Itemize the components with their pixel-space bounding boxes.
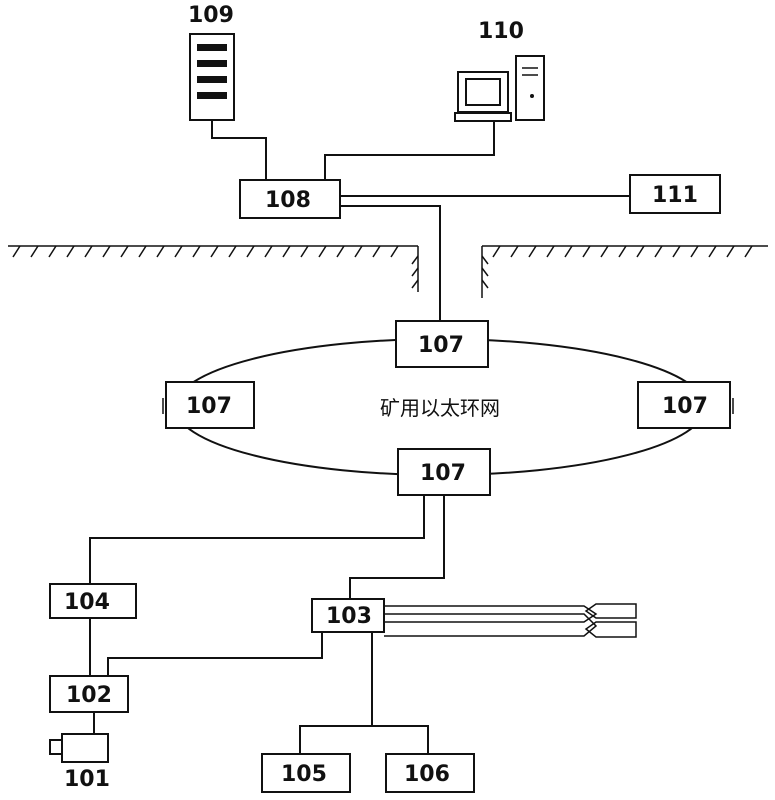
label-107-bottom: 107 [420,461,466,486]
ground-hatch-mark [300,245,309,258]
ground-hatch-mark [372,245,381,258]
computer-110 [454,55,545,122]
ground-hatch-mark [618,245,627,258]
label-101: 101 [64,767,110,792]
label-102: 102 [66,683,112,708]
ground-hatch-mark [282,245,291,258]
label-108: 108 [265,188,311,213]
server-109 [189,33,235,121]
label-107-left: 107 [186,394,232,419]
node-111 [629,174,721,214]
ground-hatch-mark [246,245,255,258]
ground-hatch-mark [636,245,645,258]
ground-hatch-mark [744,245,753,258]
node-102 [49,675,129,713]
label-104: 104 [64,590,110,615]
label-109: 109 [188,3,234,28]
ground-hatch-mark [318,245,327,258]
switch-108 [239,179,341,219]
ground-hatch-mark [708,245,717,258]
ground-hatch-mark [66,245,75,258]
ring-node-107-left [165,381,255,429]
ground-hatch-mark [264,245,273,258]
ground-hatch-mark [120,245,129,258]
ground-hatch-mark [528,245,537,258]
ground-hatch-mark [138,245,147,258]
label-107-top: 107 [418,333,464,358]
ring-node-107-right [637,381,731,429]
label-110: 110 [478,19,524,44]
ground-surface [8,245,768,298]
label-105: 105 [281,762,327,787]
ground-hatch-mark [510,245,519,258]
ground-hatch-mark [672,245,681,258]
ground-hatch-mark [654,245,663,258]
ground-hatch-mark [546,245,555,258]
node-106 [385,753,475,793]
ground-hatch-mark [84,245,93,258]
ground-hatch-mark [354,245,363,258]
ground-hatch-mark [690,245,699,258]
ground-hatch-mark [564,245,573,258]
camera-101 [49,733,109,763]
ground-hatch-mark [228,245,237,258]
ground-hatch-mark [582,245,591,258]
ground-hatch-mark [102,245,111,258]
ground-hatch-mark [30,245,39,258]
ground-hatch-mark [492,245,501,258]
ring-node-107-top [395,320,489,368]
ground-hatch-mark [390,245,399,258]
node-105 [261,753,351,793]
label-111: 111 [652,183,698,208]
ground-hatch-mark [156,245,165,258]
node-104 [49,583,137,619]
ground-hatch-mark [336,245,345,258]
ground-hatch-mark [192,245,201,258]
ground-hatch-mark [48,245,57,258]
label-103: 103 [326,604,372,629]
ground-hatch-mark [12,245,21,258]
ring-caption: 矿用以太环网 [380,396,500,420]
ground-hatch-mark [600,245,609,258]
label-106: 106 [404,762,450,787]
ground-hatch-mark [726,245,735,258]
node-103 [311,598,385,633]
ground-hatch-mark [174,245,183,258]
ground-hatch-mark [210,245,219,258]
label-107-right: 107 [662,394,708,419]
